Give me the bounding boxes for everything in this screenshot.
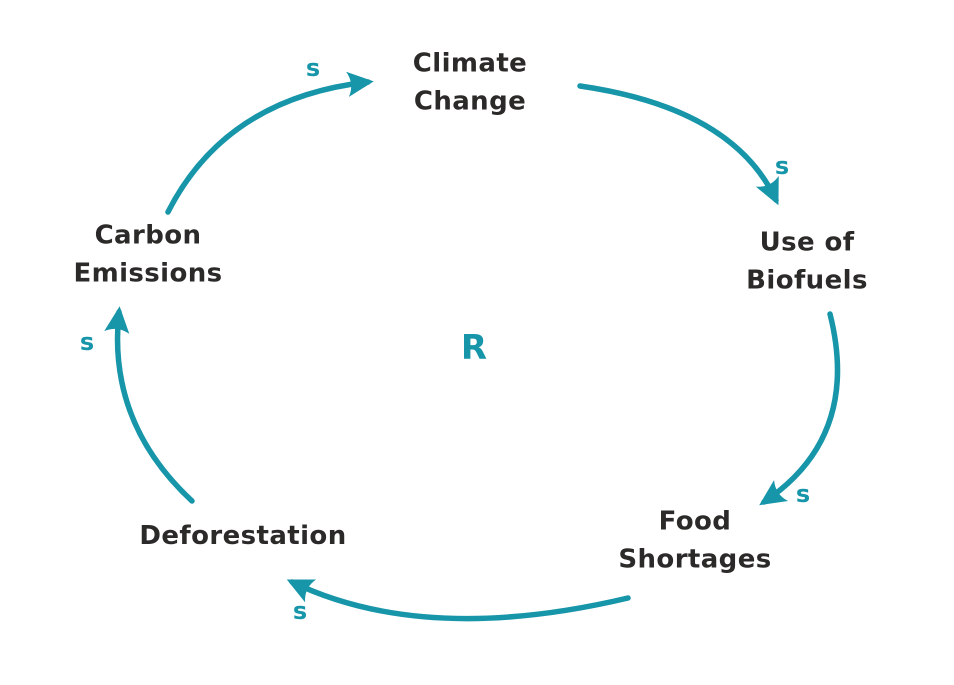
- node-carbon-emissions: Carbon Emissions: [73, 220, 223, 288]
- arrow-use-of-biofuels-to-food-shortages: [759, 311, 841, 506]
- polarity-carbon-to-climate: s: [305, 54, 321, 82]
- node-climate-change: Climate Change: [412, 48, 528, 116]
- polarity-climate-to-biofuels: s: [774, 152, 790, 180]
- arrow-food-shortages-to-deforestation: [286, 579, 631, 622]
- polarity-food-to-deforestation: s: [292, 597, 308, 625]
- polarity-biofuels-to-food: s: [795, 480, 811, 508]
- arrow-climate-change-to-use-of-biofuels: [577, 83, 779, 206]
- node-use-of-biofuels: Use of Biofuels: [746, 227, 868, 295]
- polarity-deforestation-to-carbon: s: [79, 328, 95, 356]
- node-deforestation: Deforestation: [139, 521, 347, 552]
- loop-label-r: R: [460, 328, 488, 368]
- arrow-deforestation-to-carbon-emissions: [104, 306, 195, 504]
- node-food-shortages: Food Shortages: [618, 506, 772, 574]
- arrow-carbon-emissions-to-climate-change: [165, 71, 374, 215]
